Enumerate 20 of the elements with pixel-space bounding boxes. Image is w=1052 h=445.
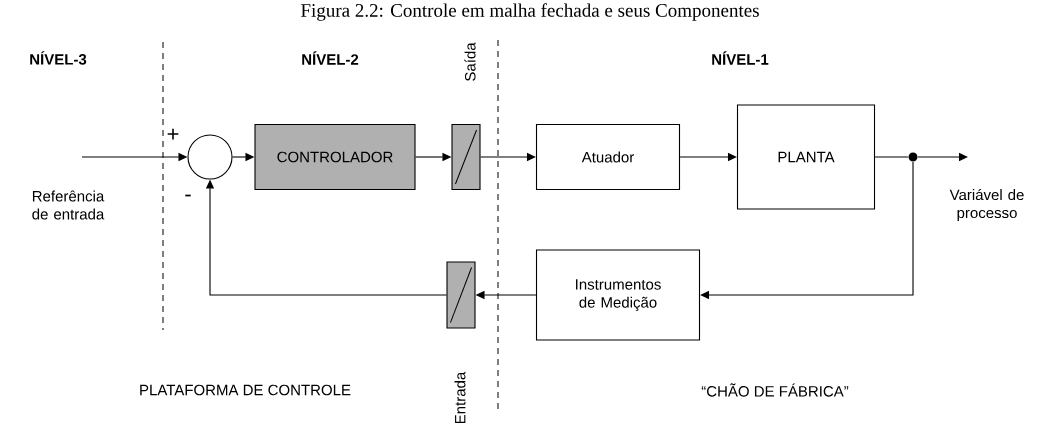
- arrow: [700, 161, 914, 300]
- converter-box: [451, 123, 481, 191]
- zone-label: “CHÃO DE FÁBRICA”: [701, 383, 849, 397]
- minus-sign: -: [185, 194, 191, 197]
- input-caption: Referência de entrada: [32, 190, 105, 220]
- block-box: Atuador: [535, 123, 681, 191]
- output-label: Saída: [464, 42, 476, 81]
- output-caption: Variável de processo: [949, 188, 1024, 222]
- block-box: CONTROLADOR: [254, 123, 416, 191]
- input-label: Entrada: [454, 371, 466, 424]
- zone-label: PLATAFORMA DE CONTROLE: [140, 384, 351, 396]
- figure-title: Figura 2.2: Controle em malha fechada e seus Componentes: [301, 3, 759, 21]
- level-heading: NÍVEL-1: [712, 51, 769, 65]
- plus-sign: +: [167, 128, 179, 140]
- level-heading: NÍVEL-3: [30, 51, 87, 65]
- level-heading: NÍVEL-2: [302, 51, 359, 65]
- block-box: PLANTA: [736, 104, 876, 210]
- summing-junction: [187, 134, 233, 180]
- converter-box: [446, 261, 476, 329]
- block-box: Instrumentos de Medição: [535, 249, 701, 341]
